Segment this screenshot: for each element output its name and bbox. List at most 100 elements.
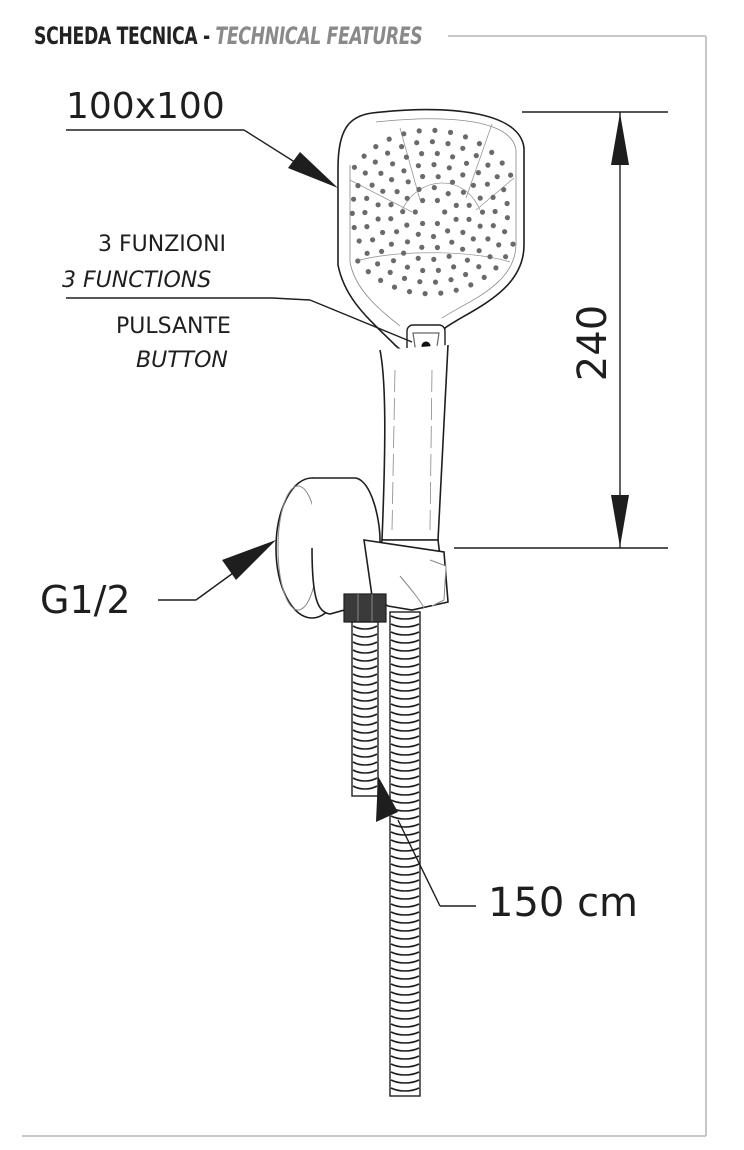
hose-ring xyxy=(390,1039,420,1044)
nozzle xyxy=(375,202,381,208)
nozzle xyxy=(369,182,375,188)
button-english-label: BUTTON xyxy=(136,348,228,373)
nozzle xyxy=(477,223,483,229)
nozzle xyxy=(438,290,444,296)
nozzle xyxy=(404,239,411,245)
hose-ring xyxy=(352,769,378,774)
nozzle xyxy=(442,209,448,215)
hose-ring xyxy=(390,631,420,636)
hose-ring xyxy=(390,799,420,804)
hose-ring xyxy=(390,695,420,700)
hose-ring xyxy=(390,943,420,948)
hose-ring xyxy=(390,919,420,924)
nozzle xyxy=(490,194,496,200)
nozzle xyxy=(479,209,486,215)
nozzle xyxy=(399,144,405,150)
title-italian: SCHEDA TECNICA xyxy=(34,22,198,50)
nozzle xyxy=(481,274,487,280)
nozzle xyxy=(388,216,394,222)
nozzle xyxy=(388,241,394,247)
hose-length-label: 150 cm xyxy=(488,880,639,926)
hose-ring xyxy=(390,647,420,652)
nozzle xyxy=(453,287,459,293)
nozzle xyxy=(462,134,469,140)
nozzle xyxy=(362,209,368,216)
nozzle xyxy=(389,177,395,183)
thread-size-label: G1/2 xyxy=(40,578,131,622)
nozzle xyxy=(401,275,408,281)
nozzle xyxy=(476,248,482,254)
hose-ring xyxy=(352,633,378,638)
hose-ring xyxy=(390,711,420,716)
nozzle xyxy=(453,216,459,222)
nozzle xyxy=(401,250,407,256)
nozzle xyxy=(470,236,476,242)
hose-ring xyxy=(390,935,420,940)
nozzle xyxy=(394,189,400,195)
hose-ring xyxy=(390,615,420,620)
nozzle xyxy=(460,229,466,235)
nozzle xyxy=(362,170,368,176)
nozzle xyxy=(431,185,437,191)
hose-ring xyxy=(390,1055,420,1060)
hose-ring xyxy=(390,879,420,884)
nozzle xyxy=(400,209,406,215)
nozzle xyxy=(401,168,407,174)
title-separator: - xyxy=(197,22,216,50)
nozzle xyxy=(476,264,482,270)
nozzle xyxy=(355,258,361,264)
nozzle xyxy=(380,229,386,236)
title-english: TECHNICAL FEATURES xyxy=(215,22,423,50)
hose-ring xyxy=(390,1015,420,1020)
hex-nut xyxy=(343,593,387,623)
nozzle xyxy=(379,248,385,254)
nozzle xyxy=(361,153,367,159)
nozzle xyxy=(420,220,426,227)
hose-ring xyxy=(390,1031,420,1036)
hose-ring xyxy=(390,1087,420,1092)
hose-ring xyxy=(352,689,378,694)
hose-ring xyxy=(352,657,378,662)
hose-ring xyxy=(390,871,420,876)
hose-ring xyxy=(390,1063,420,1068)
nozzle xyxy=(415,231,421,237)
hose-ring xyxy=(390,975,420,980)
nozzle xyxy=(475,170,481,176)
nozzle xyxy=(435,267,441,273)
nozzle xyxy=(386,136,392,142)
shower-hose xyxy=(351,611,421,1097)
nozzle xyxy=(496,242,502,248)
nozzle xyxy=(470,182,476,188)
nozzle xyxy=(492,208,498,215)
nozzle xyxy=(349,210,355,216)
nozzle xyxy=(453,202,459,208)
leader-lines xyxy=(66,129,476,907)
nozzle xyxy=(356,238,362,244)
nozzle xyxy=(388,202,394,208)
hose-ring xyxy=(390,927,420,932)
hose-ring xyxy=(390,759,420,764)
nozzle xyxy=(416,128,422,134)
hose-ring xyxy=(352,753,378,758)
nozzle xyxy=(503,254,509,260)
nozzle xyxy=(404,222,410,228)
shower-head xyxy=(337,108,525,357)
nozzle xyxy=(401,131,407,137)
hose-ring xyxy=(352,729,378,734)
nozzle xyxy=(351,224,357,231)
nozzle xyxy=(364,195,370,201)
hose-ring xyxy=(352,649,378,654)
nozzle xyxy=(510,241,516,247)
hose-ring xyxy=(390,903,420,908)
nozzle xyxy=(390,161,396,167)
nozzle xyxy=(365,269,371,275)
nozzle xyxy=(434,244,440,251)
hose-ring xyxy=(352,713,378,718)
nozzle xyxy=(504,215,510,221)
button-italian-label: PULSANTE xyxy=(116,314,231,339)
nozzle xyxy=(351,196,357,202)
nozzle xyxy=(432,127,438,133)
hose-ring xyxy=(390,999,420,1004)
hose-body xyxy=(389,611,421,1097)
hose-ring xyxy=(352,681,378,686)
